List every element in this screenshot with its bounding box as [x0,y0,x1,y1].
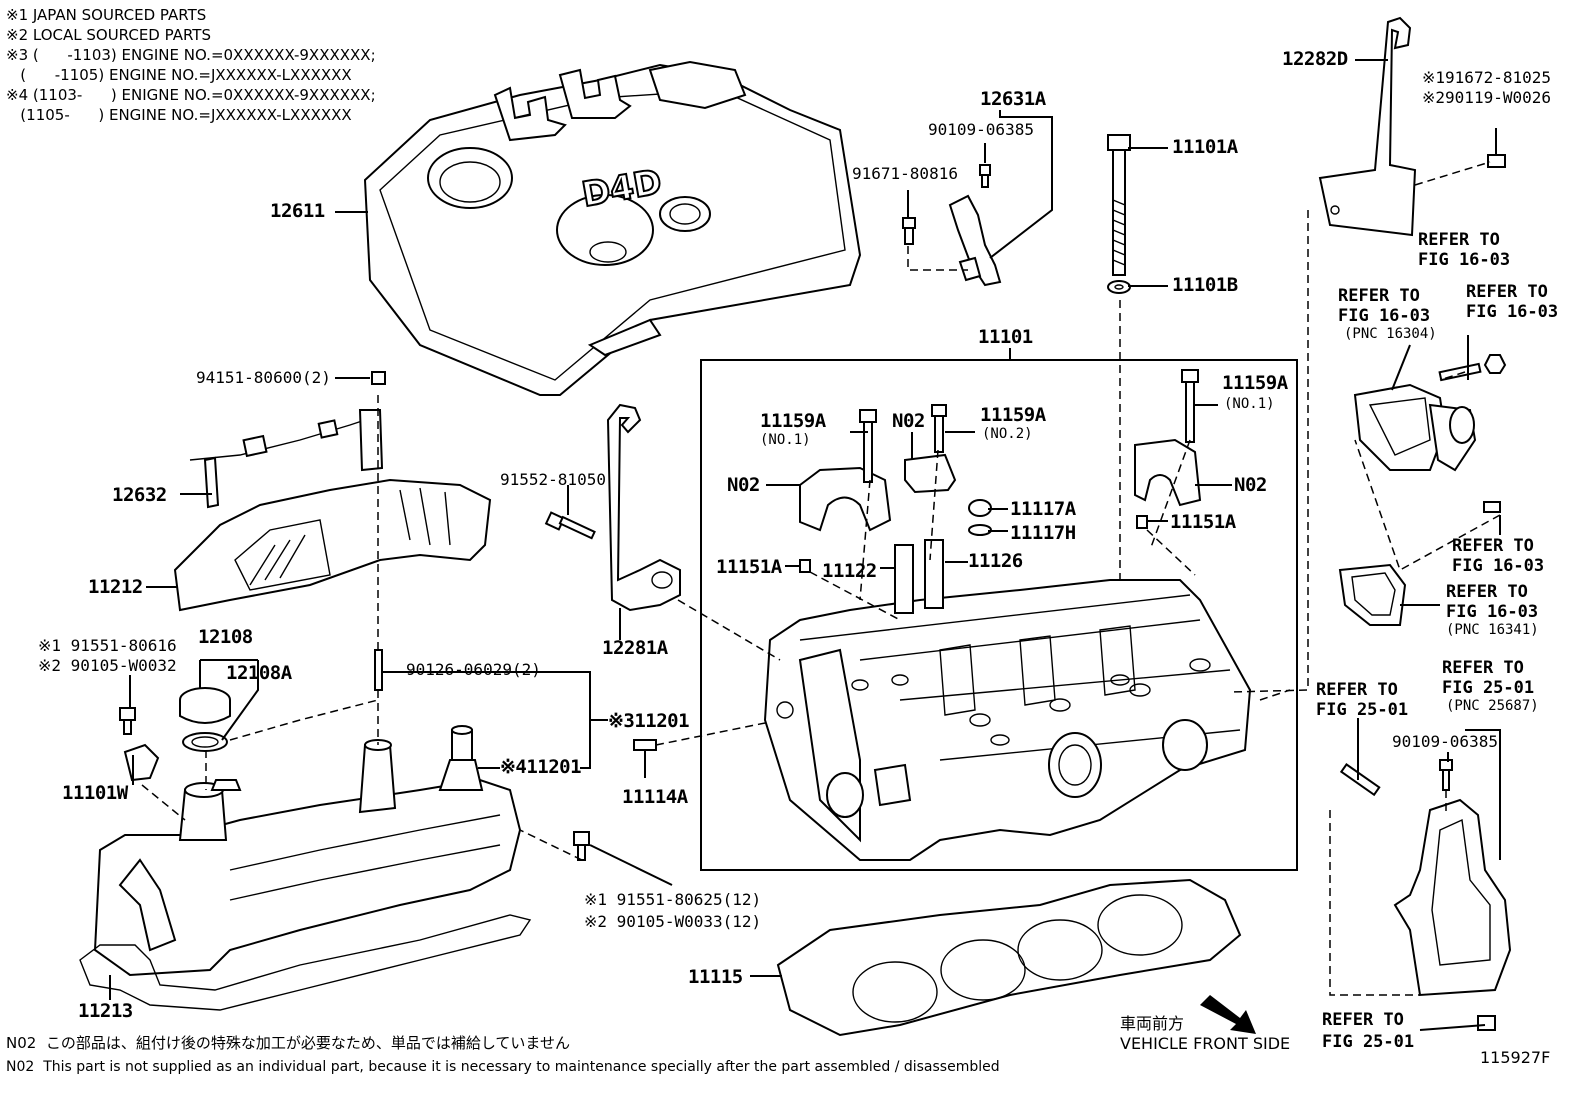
part-label-11101[interactable]: 11101 [978,326,1033,348]
refer-fig-16-03-mid-line2[interactable]: FIG 16-03 [1452,556,1545,576]
bracket-12631a-illustration[interactable] [902,164,1002,287]
part-label-11213[interactable]: 11213 [78,1000,133,1022]
part-label-11151a-right[interactable]: 11151A [1170,511,1236,533]
part-label-12632[interactable]: 12632 [112,484,167,506]
part-label-n02-right[interactable]: N02 [1234,474,1267,496]
refer-fig-16-03-pnc16341-line2[interactable]: FIG 16-03 [1446,602,1539,622]
cylinder-head-illustration[interactable] [763,579,1252,861]
part-label-90105-w0033[interactable]: ※2 90105-W0033(12) [584,912,762,931]
part-label-12631a[interactable]: 12631A [980,88,1046,110]
part-label-12282d[interactable]: 12282D [1282,48,1348,70]
vehicle-front-arrow-icon [1200,995,1256,1034]
engine-hanger-12282d-illustration[interactable] [1318,16,1506,237]
head-bolt-illustration[interactable] [1107,134,1131,294]
part-label-11117a[interactable]: 11117A [1010,498,1076,520]
refer-fig-25-01-left-line1[interactable]: REFER TO [1316,680,1398,700]
part-label-91671-80816[interactable]: 91671-80816 [852,164,958,183]
head-cover-bolt-illustration[interactable] [573,831,590,861]
head-gasket-illustration[interactable] [776,878,1242,1037]
part-label-91551-80625[interactable]: ※1 91551-80625(12) [584,890,762,909]
footer-note-jp: N02 この部品は、組付け後の特殊な加工が必要なため、単品では補給していません [6,1034,570,1052]
mount-bracket-illustration[interactable] [1393,759,1512,1031]
head-cover-gasket-illustration[interactable] [79,914,532,1011]
dowel-pins-illustration[interactable] [633,515,1148,751]
part-label-n02-center[interactable]: N02 [892,410,925,432]
part-label-94151-80600[interactable]: 94151-80600(2) [196,368,331,387]
part-label-11115[interactable]: 11115 [688,966,743,988]
refer-fig-16-03-top-line1[interactable]: REFER TO [1418,230,1500,250]
illustration-id: 115927F [1480,1048,1551,1067]
part-label-11159a-no2-note: (NO.2) [982,426,1033,442]
water-outlet-illustration[interactable] [1338,354,1507,797]
refer-fig-25-01-bottom-line1[interactable]: REFER TO [1322,1010,1404,1030]
refer-fig-25-01-pnc25687-line3: (PNC 25687) [1446,698,1539,714]
part-label-11101a[interactable]: 11101A [1172,136,1238,158]
harness-bracket-12632-illustration[interactable] [189,371,386,509]
refer-fig-16-03-top-line2[interactable]: FIG 16-03 [1418,250,1511,270]
refer-fig-16-03-right-line1[interactable]: REFER TO [1466,282,1548,302]
refer-fig-25-01-pnc25687-line2[interactable]: FIG 25-01 [1442,678,1535,698]
part-label-91552-81050[interactable]: 91552-81050 [500,470,606,489]
engine-hanger-12281a-illustration[interactable] [606,403,681,612]
part-label-11159a-no2[interactable]: 11159A [980,404,1046,426]
alignment-dashes [141,161,1501,996]
oil-filler-sensor-illustration[interactable] [119,707,160,782]
part-label-90126-06029[interactable]: 90126-06029(2) [406,660,541,679]
cylinder-head-cover-illustration[interactable] [93,649,522,977]
note-engine-range-4a: ※4 (1103- ) ENIGNE NO.=0XXXXXX-9XXXXXX; [6,86,376,104]
refer-fig-25-01-bottom-line2[interactable]: FIG 25-01 [1322,1032,1415,1052]
refer-fig-16-03-pnc16304-line3: (PNC 16304) [1344,326,1437,342]
refer-fig-16-03-right-line2[interactable]: FIG 16-03 [1466,302,1559,322]
refer-fig-16-03-pnc16304-line1[interactable]: REFER TO [1338,286,1420,306]
part-label-11114a[interactable]: 11114A [622,786,688,808]
note-engine-range-3b: ( -1105) ENGINE NO.=JXXXXXX-LXXXXXX [6,66,352,84]
note-engine-range-4b: (1105- ) ENGINE NO.=JXXXXXX-LXXXXXX [6,106,352,124]
refer-fig-16-03-pnc16304-line2[interactable]: FIG 16-03 [1338,306,1431,326]
refer-fig-25-01-left-line2[interactable]: FIG 25-01 [1316,700,1409,720]
part-label-11122[interactable]: 11122 [822,560,877,582]
part-label-11159a-no1-right-note: (NO.1) [1224,396,1275,412]
note-engine-range-3a: ※3 ( -1103) ENGINE NO.=0XXXXXX-9XXXXXX; [6,46,376,64]
note-japan-sourced: ※1 JAPAN SOURCED PARTS [6,6,207,24]
part-label-12108a[interactable]: 12108A [226,662,292,684]
part-label-12611[interactable]: 12611 [270,200,325,222]
refer-fig-16-03-mid-line1[interactable]: REFER TO [1452,536,1534,556]
part-label-12281a[interactable]: 12281A [602,637,668,659]
oil-filler-cap-illustration[interactable] [179,687,231,752]
part-label-11126[interactable]: 11126 [968,550,1023,572]
part-label-91551-80616[interactable]: ※1 91551-80616 [38,636,177,655]
part-label-90105-w0032[interactable]: ※2 90105-W0032 [38,656,177,675]
part-label-11159a-no1-left[interactable]: 11159A [760,410,826,432]
engine-cover-illustration[interactable]: D4D [363,60,862,396]
refer-fig-25-01-pnc25687-line1[interactable]: REFER TO [1442,658,1524,678]
leader-lines [109,59,1501,1031]
bolt-91552-illustration[interactable] [544,511,596,540]
part-label-11101b[interactable]: 11101B [1172,274,1238,296]
timing-cover-11212-illustration[interactable] [173,478,492,612]
part-label-11117h[interactable]: 11117H [1010,522,1076,544]
part-label-11101w[interactable]: 11101W [62,782,128,804]
part-label-12108[interactable]: 12108 [198,626,253,648]
part-label-90109-06385-top[interactable]: 90109-06385 [928,120,1034,139]
refer-fig-16-03-pnc16341-line1[interactable]: REFER TO [1446,582,1528,602]
note-local-sourced: ※2 LOCAL SOURCED PARTS [6,26,211,44]
part-label-91672-81025[interactable]: ※191672-81025 [1422,68,1551,87]
part-label-11201-variant4[interactable]: ※411201 [500,756,582,778]
vehicle-front-jp: 車両前方 [1120,1014,1185,1033]
part-label-11212[interactable]: 11212 [88,576,143,598]
vehicle-front-en: VEHICLE FRONT SIDE [1120,1034,1291,1053]
part-label-90119-w0026[interactable]: ※290119-W0026 [1422,88,1551,107]
footer-note-en: N02 This part is not supplied as an indi… [6,1059,1000,1075]
part-label-11159a-no1-left-note: (NO.1) [760,432,811,448]
part-label-90109-06385-bottom[interactable]: 90109-06385 [1392,732,1498,751]
part-label-n02-left[interactable]: N02 [727,474,760,496]
refer-fig-16-03-pnc16341-line3: (PNC 16341) [1446,622,1539,638]
part-label-11201-variant3[interactable]: ※311201 [608,710,690,732]
part-label-11151a-left[interactable]: 11151A [716,556,782,578]
cylinder-head-assembly-box [700,359,1298,871]
part-label-11159a-no1-right[interactable]: 11159A [1222,372,1288,394]
